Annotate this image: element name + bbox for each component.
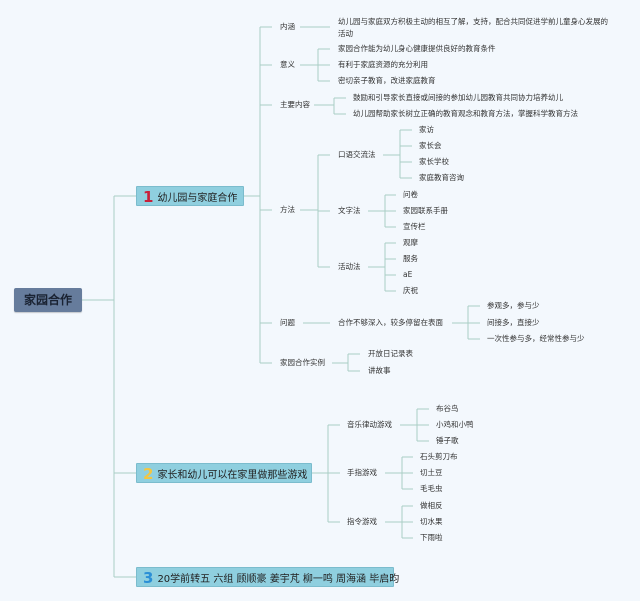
- list-item[interactable]: 下雨啦: [420, 533, 443, 542]
- list-item[interactable]: 家园联系手册: [403, 206, 448, 215]
- root-node[interactable]: 家园合作: [14, 288, 82, 312]
- list-item[interactable]: aE: [403, 270, 413, 279]
- list-item[interactable]: 鼓励和引导家长直接或间接的参加幼儿园教育共同协力培养幼儿: [353, 93, 563, 102]
- list-item[interactable]: 石头剪刀布: [420, 452, 458, 461]
- list-item[interactable]: 布谷鸟: [436, 404, 459, 413]
- list-item[interactable]: 庆祝: [403, 286, 418, 295]
- list-item[interactable]: 小鸡和小鸭: [436, 420, 474, 429]
- list-item[interactable]: 家长学校: [419, 157, 449, 166]
- list-item[interactable]: 切水果: [420, 517, 443, 526]
- topic-label: 20学前转五 六组 顾顺豪 姜宇芃 柳一鸣 周海涵 毕启昀: [157, 574, 400, 585]
- list-item[interactable]: 做相反: [420, 501, 443, 510]
- node-methods[interactable]: 方法: [280, 205, 295, 214]
- list-item[interactable]: 参观多，参与少: [487, 301, 540, 310]
- list-item[interactable]: 锤子歌: [436, 436, 459, 445]
- topic-number: 1: [143, 188, 154, 206]
- list-item[interactable]: 家庭教育咨询: [419, 173, 464, 182]
- list-item[interactable]: 间接多，直接少: [487, 318, 540, 327]
- list-item[interactable]: 开放日记录表: [368, 349, 413, 358]
- node-command-games[interactable]: 指令游戏: [347, 517, 377, 526]
- node-examples[interactable]: 家园合作实例: [280, 358, 325, 367]
- list-item[interactable]: 家长会: [419, 141, 442, 150]
- node-neihan-text[interactable]: 幼儿园与家庭双方积极主动的相互了解，支持，配合共同促进学前儿童身心发展的活动: [338, 17, 608, 38]
- list-item[interactable]: 服务: [403, 254, 418, 263]
- list-item[interactable]: 有利于家庭资源的充分利用: [338, 60, 428, 69]
- list-item[interactable]: 切土豆: [420, 468, 443, 477]
- list-item[interactable]: 宣传栏: [403, 222, 426, 231]
- node-activity-method[interactable]: 活动法: [338, 262, 361, 271]
- node-finger-games[interactable]: 手指游戏: [347, 468, 377, 477]
- list-item[interactable]: 幼儿园帮助家长树立正确的教育观念和教育方法，掌握科学教育方法: [353, 109, 578, 118]
- node-oral-method[interactable]: 口语交流法: [338, 150, 376, 159]
- node-yiyi[interactable]: 意义: [280, 60, 295, 69]
- list-item[interactable]: 一次性参与多，经常性参与少: [487, 334, 585, 343]
- list-item[interactable]: 讲故事: [368, 366, 391, 375]
- node-written-method[interactable]: 文字法: [338, 206, 361, 215]
- list-item[interactable]: 毛毛虫: [420, 484, 443, 493]
- list-item[interactable]: 家园合作能为幼儿身心健康提供良好的教育条件: [338, 44, 496, 53]
- list-item[interactable]: 密切亲子教育，改进家庭教育: [338, 76, 436, 85]
- list-item[interactable]: 观摩: [403, 238, 418, 247]
- topic-number: 3: [143, 569, 154, 587]
- node-main-content[interactable]: 主要内容: [280, 100, 310, 109]
- topic-label: 幼儿园与家庭合作: [157, 193, 238, 204]
- node-music-games[interactable]: 音乐律动游戏: [347, 420, 392, 429]
- node-problems[interactable]: 问题: [280, 318, 295, 327]
- list-item[interactable]: 家访: [419, 125, 434, 134]
- node-problem-detail[interactable]: 合作不够深入，较多停留在表面: [338, 318, 443, 327]
- node-neihan[interactable]: 内涵: [280, 22, 295, 31]
- topic-number: 2: [143, 465, 154, 483]
- list-item[interactable]: 问卷: [403, 190, 418, 199]
- topic-label: 家长和幼儿可以在家里做那些游戏: [157, 470, 308, 481]
